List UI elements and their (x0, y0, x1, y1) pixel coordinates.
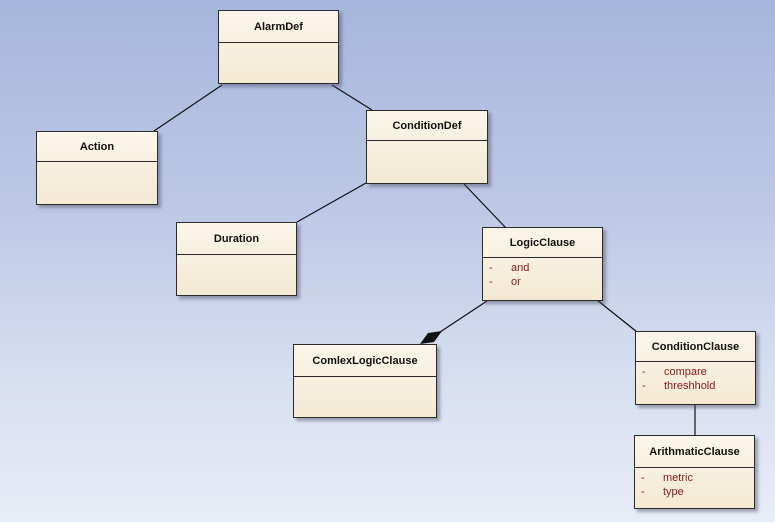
class-name: ConditionDef (367, 111, 487, 141)
attribute-list: - and - or (483, 258, 602, 289)
attribute-row: - compare (642, 365, 755, 379)
visibility: - (489, 262, 493, 274)
attribute-name: threshhold (664, 380, 716, 392)
attribute-row: - type (641, 485, 754, 499)
edge-logicclause-complexlogic (433, 300, 488, 337)
class-conditiondef[interactable]: ConditionDef (366, 110, 488, 184)
class-duration[interactable]: Duration (176, 222, 297, 296)
attribute-name: or (511, 276, 521, 288)
visibility: - (489, 276, 493, 288)
visibility: - (642, 380, 646, 392)
class-name: AlarmDef (219, 11, 338, 43)
class-complexlogicclause[interactable]: ComlexLogicClause (293, 344, 437, 418)
edge-alarmdef-action (153, 84, 223, 132)
class-alarmdef[interactable]: AlarmDef (218, 10, 339, 84)
attribute-row: - threshhold (642, 379, 755, 393)
visibility: - (641, 472, 645, 484)
attribute-row: - or (489, 275, 602, 289)
visibility: - (641, 486, 645, 498)
attribute-row: - metric (641, 471, 754, 485)
attribute-name: and (511, 262, 530, 274)
attribute-row: - and (489, 261, 602, 275)
visibility: - (642, 366, 646, 378)
class-logicclause[interactable]: LogicClause - and - or (482, 227, 603, 301)
edge-logicclause-conditionclause (596, 299, 638, 333)
edge-conditiondef-logicclause (463, 183, 507, 229)
attribute-name: compare (664, 366, 707, 378)
edge-conditiondef-duration (296, 182, 367, 223)
edge-alarmdef-conditiondef (331, 84, 373, 111)
class-name: LogicClause (483, 228, 602, 258)
attribute-name: metric (663, 472, 693, 484)
class-action[interactable]: Action (36, 131, 158, 205)
attribute-name: type (663, 486, 684, 498)
class-name: ComlexLogicClause (294, 345, 436, 377)
composition-diamond (420, 331, 442, 344)
class-arithmaticclause[interactable]: ArithmaticClause - metric - type (634, 435, 755, 509)
class-name: ConditionClause (636, 332, 755, 362)
class-name: Action (37, 132, 157, 162)
attribute-list: - metric - type (635, 468, 754, 499)
class-name: Duration (177, 223, 296, 255)
attribute-list: - compare - threshhold (636, 362, 755, 393)
class-conditionclause[interactable]: ConditionClause - compare - threshhold (635, 331, 756, 405)
class-name: ArithmaticClause (635, 436, 754, 468)
